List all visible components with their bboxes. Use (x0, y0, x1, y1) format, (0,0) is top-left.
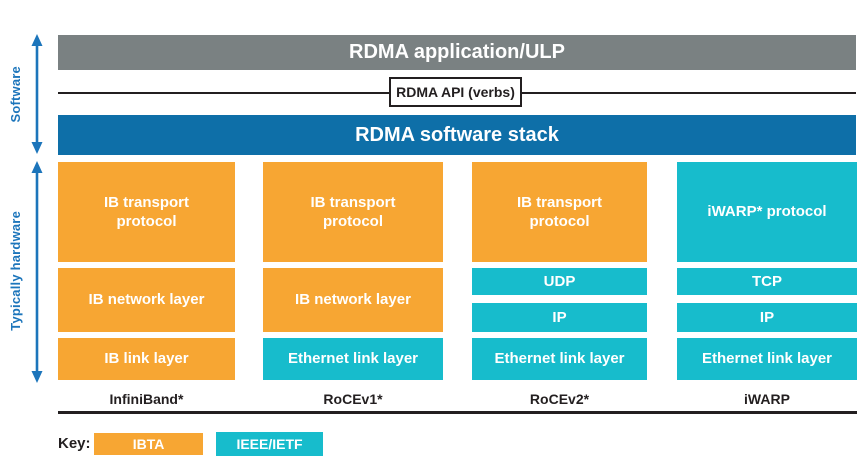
protocol-box: IB network layer (58, 268, 235, 332)
column-label: iWARP (744, 391, 790, 407)
protocol-box: iWARP* protocol (677, 162, 857, 262)
hardware-scope-arrow (31, 161, 43, 383)
column-label: InfiniBand* (109, 391, 184, 407)
legend-label: Key: (58, 435, 91, 452)
rdma-api-verbs-box: RDMA API (verbs) (389, 77, 522, 107)
protocol-box: IB transport protocol (472, 162, 647, 262)
protocol-box: UDP (472, 268, 647, 295)
rdma-software-stack-bar: RDMA software stack (58, 115, 856, 155)
column-label: RoCEv1* (323, 391, 383, 407)
software-scope-label: Software (2, 38, 28, 150)
rdma-software-stack-bar-text: RDMA software stack (355, 123, 559, 146)
legend-item-ieee-ietf: IEEE/IETF (216, 432, 323, 456)
rdma-api-verbs-text: RDMA API (verbs) (396, 84, 515, 100)
hardware-scope-label: Typically hardware (2, 165, 28, 377)
protocol-box: IB transport protocol (263, 162, 443, 262)
protocol-box: TCP (677, 268, 857, 295)
hardware-baseline (58, 411, 857, 414)
hardware-scope-label-text: Typically hardware (7, 211, 23, 331)
protocol-box: Ethernet link layer (263, 338, 443, 380)
protocol-box: Ethernet link layer (677, 338, 857, 380)
protocol-box: IB transport protocol (58, 162, 235, 262)
protocol-box: IB network layer (263, 268, 443, 332)
column-label: RoCEv2* (529, 391, 590, 407)
protocol-box: IP (472, 303, 647, 332)
legend: IBTA IEEE/IETF (94, 432, 323, 456)
software-scope-arrow (31, 34, 43, 154)
protocol-box: IP (677, 303, 857, 332)
protocol-box: Ethernet link layer (472, 338, 647, 380)
software-scope-label-text: Software (7, 65, 23, 123)
protocol-box: IB link layer (58, 338, 235, 380)
legend-item-ibta: IBTA (94, 433, 203, 455)
rdma-application-bar: RDMA application/ULP (58, 35, 856, 70)
rdma-application-bar-text: RDMA application/ULP (349, 41, 565, 63)
